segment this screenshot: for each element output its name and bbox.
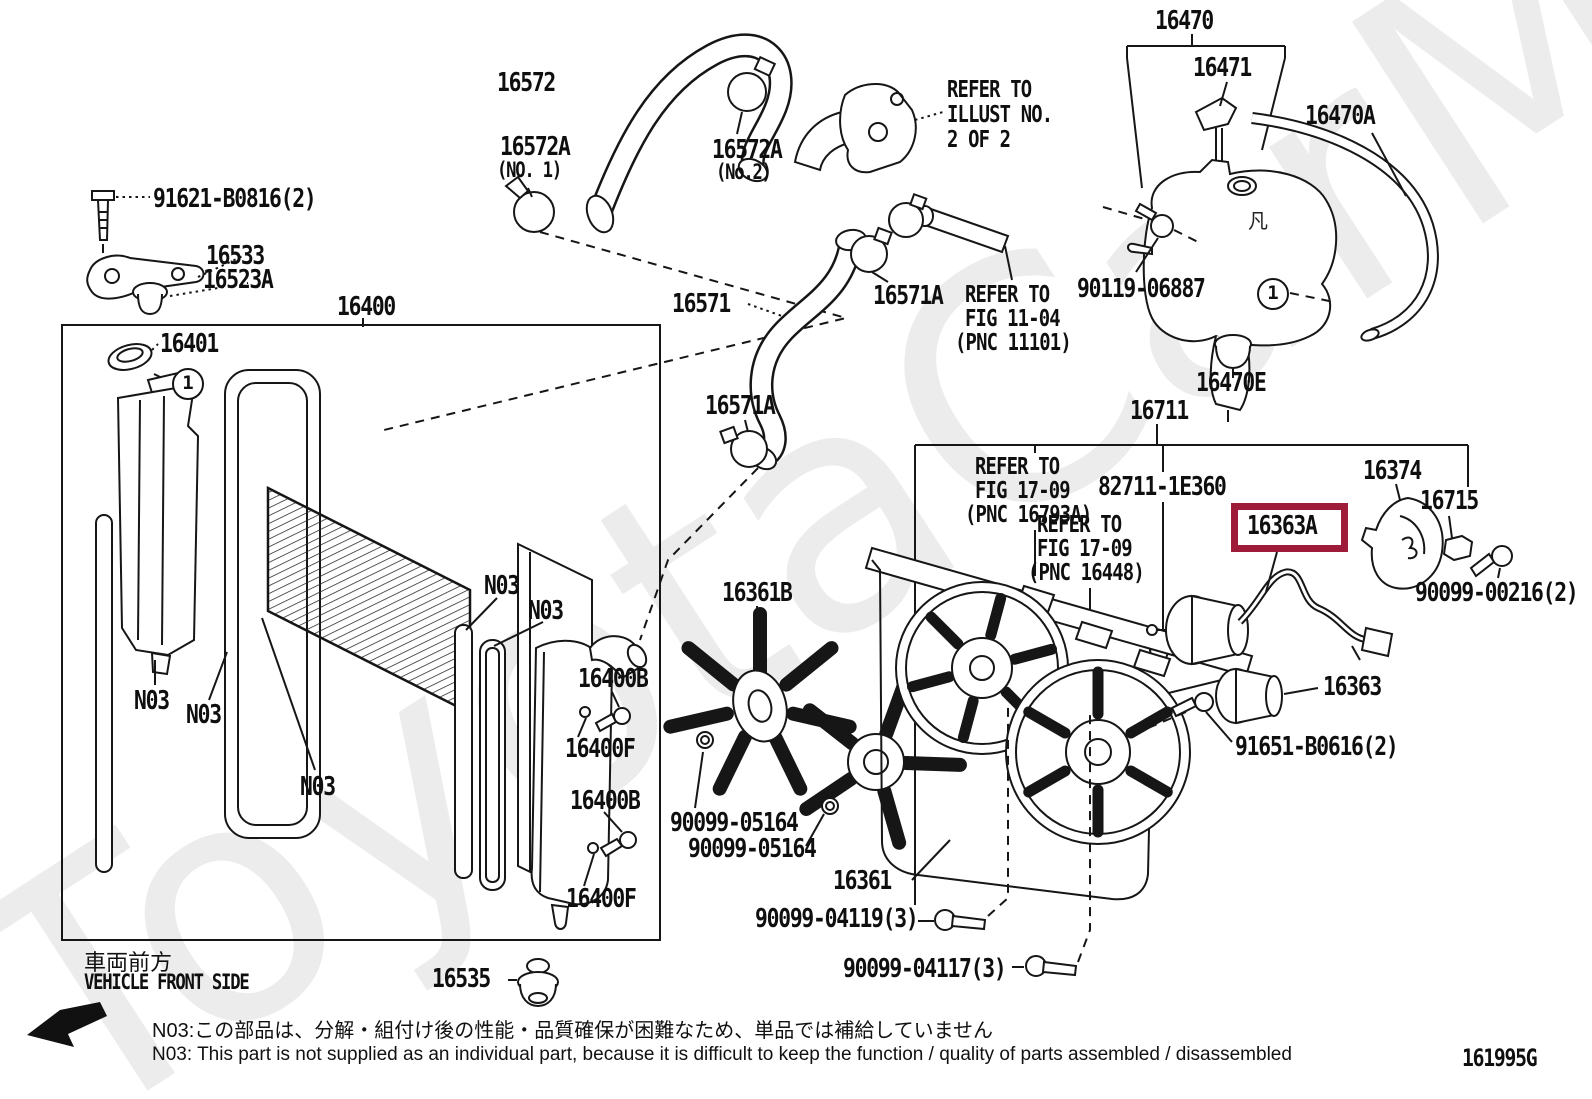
- part-label-16571: 16571: [672, 289, 731, 319]
- refer-fig1709a-line2: FIG 17-09: [975, 478, 1071, 504]
- part-label-16715: 16715: [1420, 486, 1479, 516]
- part-label-91621-B0816: 91621-B0816(2): [153, 184, 317, 214]
- refer-illust-line3: 2 OF 2: [947, 127, 1011, 153]
- figure-code: 161995G: [1462, 1044, 1538, 1072]
- front-side-label-en: VEHICLE FRONT SIDE: [84, 970, 250, 994]
- refer-fig1104-line2: FIG 11-04: [965, 306, 1061, 332]
- part-label-90099-04119: 90099-04119(3): [755, 904, 919, 934]
- fan-16361B-art: [663, 605, 857, 796]
- refer-fig1104-line1: REFER TO: [965, 282, 1050, 308]
- note-ref-n03-3: N03: [300, 772, 336, 802]
- part-label-16572: 16572: [497, 68, 556, 98]
- refer-illust-line2: ILLUST NO.: [947, 102, 1053, 128]
- refer-fig1709b-line1: REFER TO: [1037, 512, 1122, 538]
- part-label-82711-1E360: 82711-1E360: [1098, 472, 1227, 502]
- callout-1-radiator-cap: 1: [172, 368, 204, 400]
- part-label-90099-05164-a: 90099-05164: [670, 808, 799, 838]
- callout-1-reservoir-cap: 1: [1257, 278, 1289, 310]
- part-label-90099-00216: 90099-00216(2): [1415, 578, 1579, 608]
- part-label-16400: 16400: [337, 292, 396, 322]
- note-ref-n03-1: N03: [134, 686, 170, 716]
- part-label-16400B-a: 16400B: [578, 664, 649, 694]
- refer-fig1709b-line3: (PNC 16448): [1028, 560, 1145, 586]
- part-label-16571A-top: 16571A: [873, 281, 944, 311]
- note-ref-n03-5: N03: [528, 596, 564, 626]
- part-label-16401: 16401: [160, 329, 219, 359]
- fasteners-art: [508, 700, 1091, 1008]
- part-label-16361: 16361: [833, 866, 892, 896]
- bracket-16533-art: [86, 190, 249, 316]
- part-sublabel-no1: (NO. 1): [497, 158, 562, 182]
- part-label-91651-B0616: 91651-B0616(2): [1235, 732, 1399, 762]
- part-label-16572A-no1: 16572A: [500, 132, 571, 162]
- part-label-16361B: 16361B: [722, 578, 793, 608]
- tank-emboss-mark: 凡: [1248, 211, 1268, 233]
- shroud-art: [864, 546, 1254, 901]
- refer-illust-line1: REFER TO: [947, 77, 1032, 103]
- part-label-16470E: 16470E: [1196, 368, 1267, 398]
- front-side-label-jp: 車両前方: [84, 950, 173, 975]
- hose-16572-art: [383, 33, 944, 431]
- part-label-16400F-b: 16400F: [566, 884, 637, 914]
- footnote-n03-english: N03: This part is not supplied as an ind…: [152, 1044, 1292, 1065]
- part-label-90099-05164-b: 90099-05164: [688, 834, 817, 864]
- note-ref-n03-2: N03: [186, 700, 222, 730]
- refer-fig1709b-line2: FIG 17-09: [1037, 536, 1133, 562]
- part-label-16363: 16363: [1323, 672, 1382, 702]
- part-label-16470: 16470: [1155, 6, 1214, 36]
- part-sublabel-no2: (No.2): [716, 160, 772, 184]
- part-label-16535: 16535: [432, 964, 491, 994]
- part-label-16572A-no2: 16572A: [712, 135, 783, 165]
- part-label-16400B-b: 16400B: [570, 786, 641, 816]
- refer-fig1709a-line3: (PNC 16793A): [965, 502, 1092, 528]
- hose-16571-art: [639, 192, 1013, 641]
- part-label-90119-06887: 90119-06887: [1077, 274, 1206, 304]
- part-label-16400F-a: 16400F: [565, 734, 636, 764]
- note-ref-n03-4: N03: [484, 571, 520, 601]
- part-label-16471: 16471: [1193, 53, 1252, 83]
- part-label-16523A: 16523A: [203, 265, 274, 295]
- part-label-90099-04117: 90099-04117(3): [843, 954, 1007, 984]
- highlighted-part-16363A: 16363A: [1231, 503, 1348, 553]
- refer-fig1709a-line1: REFER TO: [975, 454, 1060, 480]
- part-label-16711: 16711: [1130, 396, 1189, 426]
- part-label-16363A: 16363A: [1247, 511, 1318, 541]
- footnote-n03-japanese: N03:この部品は、分解・組付け後の性能・品質確保が困難なため、単品では補給して…: [152, 1020, 994, 1042]
- part-label-16470A: 16470A: [1305, 101, 1376, 131]
- vehicle-front-arrow: [27, 1002, 107, 1047]
- part-label-16571A-low: 16571A: [705, 391, 776, 421]
- fan-motors-art: [1146, 483, 1513, 743]
- part-label-16374: 16374: [1363, 456, 1422, 486]
- refer-fig1104-line3: (PNC 11101): [955, 330, 1072, 356]
- part-label-16533: 16533: [206, 241, 265, 271]
- radiator-box-art: [61, 318, 661, 941]
